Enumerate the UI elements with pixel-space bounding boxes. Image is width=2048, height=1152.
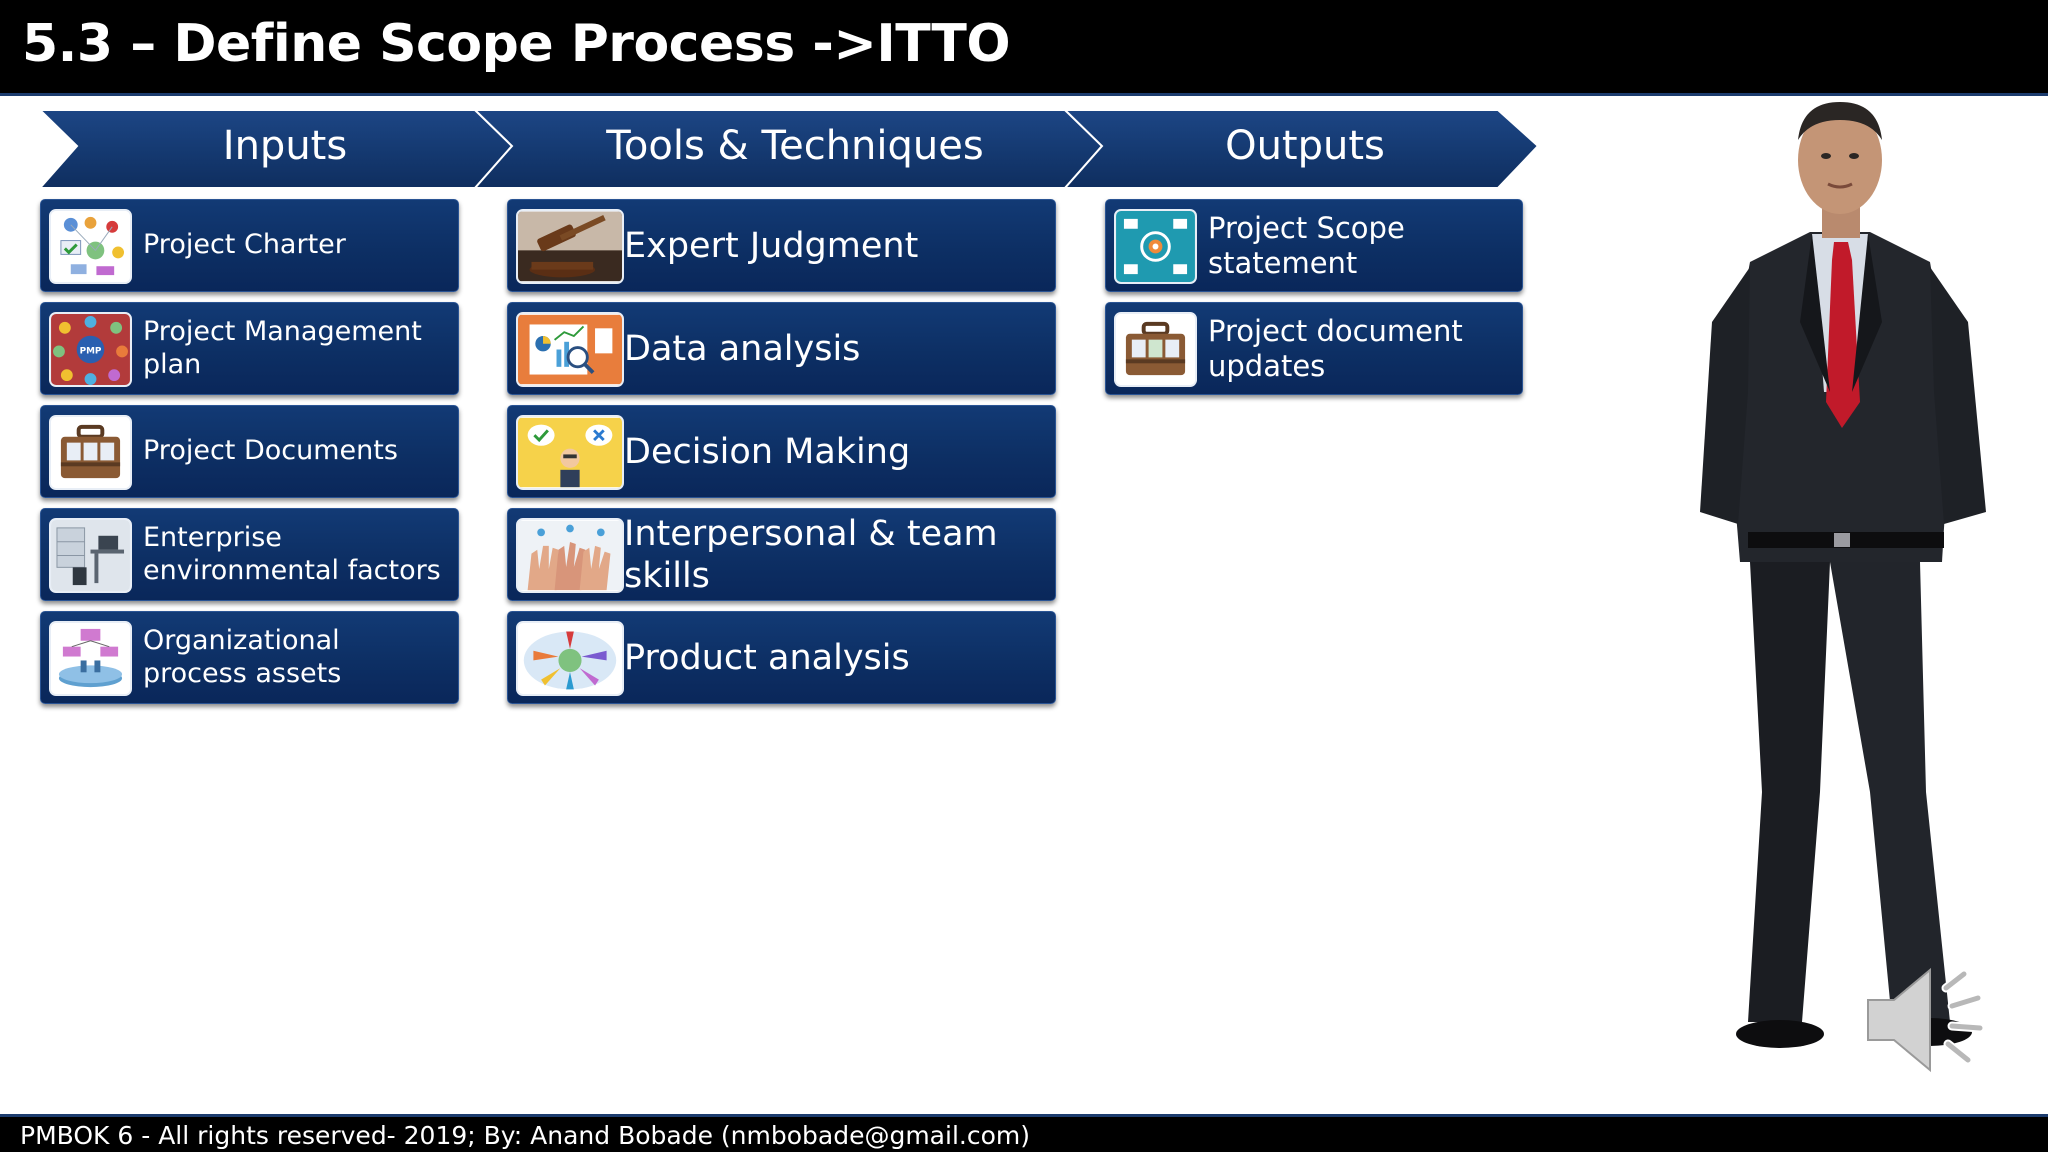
decision-making-icon: [516, 415, 624, 490]
footer-copyright: PMBOK 6 - All rights reserved- 2019; By:…: [20, 1121, 1030, 1150]
presenter-photo: [1700, 102, 1986, 1048]
tool-card-data-analysis[interactable]: Data analysis: [507, 302, 1056, 395]
input-label: Project Charter: [143, 229, 346, 261]
tool-label: Expert Judgment: [624, 225, 919, 266]
gavel-icon: [516, 209, 624, 284]
output-label: Project document updates: [1208, 313, 1463, 383]
footer-bar: PMBOK 6 - All rights reserved- 2019; By:…: [0, 1114, 2048, 1152]
office-environment-icon: [49, 518, 132, 593]
input-card-project-charter[interactable]: Project Charter: [40, 199, 459, 292]
input-card-project-management-plan[interactable]: PMP Project Management plan: [40, 302, 459, 395]
input-label: Project Documents: [143, 435, 398, 467]
input-label: Project Management plan: [143, 316, 422, 380]
speaker-icon[interactable]: [1860, 960, 1990, 1080]
output-label: Project Scope statement: [1208, 210, 1405, 280]
team-hands-icon: [516, 518, 624, 593]
svg-text:PMP: PMP: [80, 346, 102, 356]
data-analysis-icon: [516, 312, 624, 387]
tool-label: Product analysis: [624, 637, 910, 678]
output-card-project-scope-statement[interactable]: Project Scope statement: [1105, 199, 1523, 292]
org-assets-icon: [49, 621, 132, 696]
input-card-enterprise-environmental-factors[interactable]: Enterprise environmental factors: [40, 508, 459, 601]
input-card-project-documents[interactable]: Project Documents: [40, 405, 459, 498]
tool-label: Data analysis: [624, 328, 861, 369]
tool-label: Decision Making: [624, 431, 911, 472]
inputs-header: Inputs: [222, 123, 348, 169]
slide-title: 5.3 – Define Scope Process ->ITTO: [22, 14, 1011, 74]
briefcase-updates-icon: [1114, 312, 1197, 387]
charter-icon: [49, 209, 132, 284]
pmp-plan-icon: PMP: [49, 312, 132, 387]
scope-target-icon: [1114, 209, 1197, 284]
title-bar: 5.3 – Define Scope Process ->ITTO: [0, 0, 2048, 96]
tool-card-decision-making[interactable]: Decision Making: [507, 405, 1056, 498]
outputs-header: Outputs: [1225, 123, 1385, 169]
tool-card-interpersonal-team-skills[interactable]: Interpersonal & team skills: [507, 508, 1056, 601]
product-analysis-icon: [516, 621, 624, 696]
tool-label: Interpersonal & team skills: [624, 513, 998, 596]
input-card-organizational-process-assets[interactable]: Organizational process assets: [40, 611, 459, 704]
input-label: Enterprise environmental factors: [143, 522, 441, 586]
tool-card-product-analysis[interactable]: Product analysis: [507, 611, 1056, 704]
briefcase-documents-icon: [49, 415, 132, 490]
tools-header: Tools & Techniques: [606, 123, 984, 169]
tool-card-expert-judgment[interactable]: Expert Judgment: [507, 199, 1056, 292]
input-label: Organizational process assets: [143, 625, 342, 689]
output-card-project-document-updates[interactable]: Project document updates: [1105, 302, 1523, 395]
